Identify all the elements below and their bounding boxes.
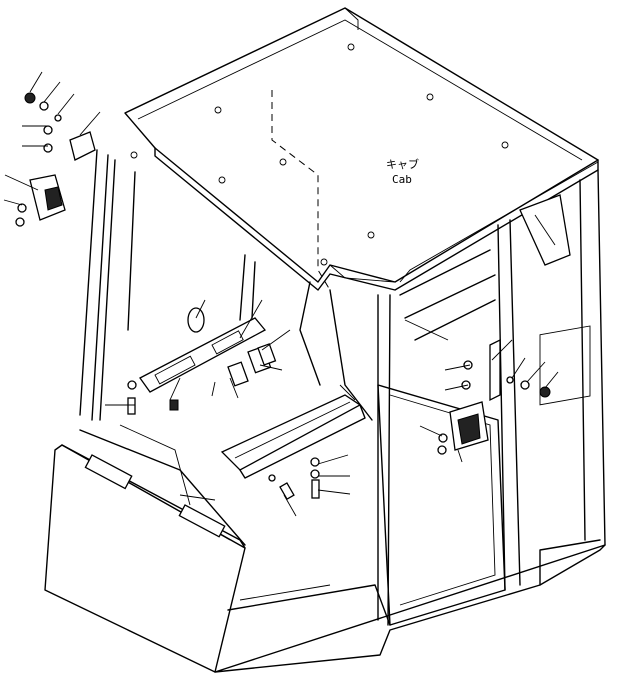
tray-hardware <box>127 380 320 501</box>
center-reference-line <box>271 90 331 291</box>
cab-frame <box>79 149 606 626</box>
cab-roof <box>124 7 599 291</box>
rear-bracket <box>519 194 571 266</box>
cab-label-jp: キャブ <box>386 157 419 171</box>
front-console <box>44 424 246 673</box>
light-bulb-icon <box>187 307 205 333</box>
cab-floor <box>214 539 606 673</box>
roof-fasteners <box>130 43 509 266</box>
left-work-light <box>15 92 96 227</box>
switch-modules <box>169 307 277 411</box>
cab-label-en: Cab <box>392 173 412 186</box>
instrument-panel <box>139 317 267 393</box>
right-work-light <box>437 338 551 455</box>
callout-leaders <box>3 71 559 517</box>
door-frame <box>377 325 591 626</box>
center-tray <box>220 394 366 479</box>
